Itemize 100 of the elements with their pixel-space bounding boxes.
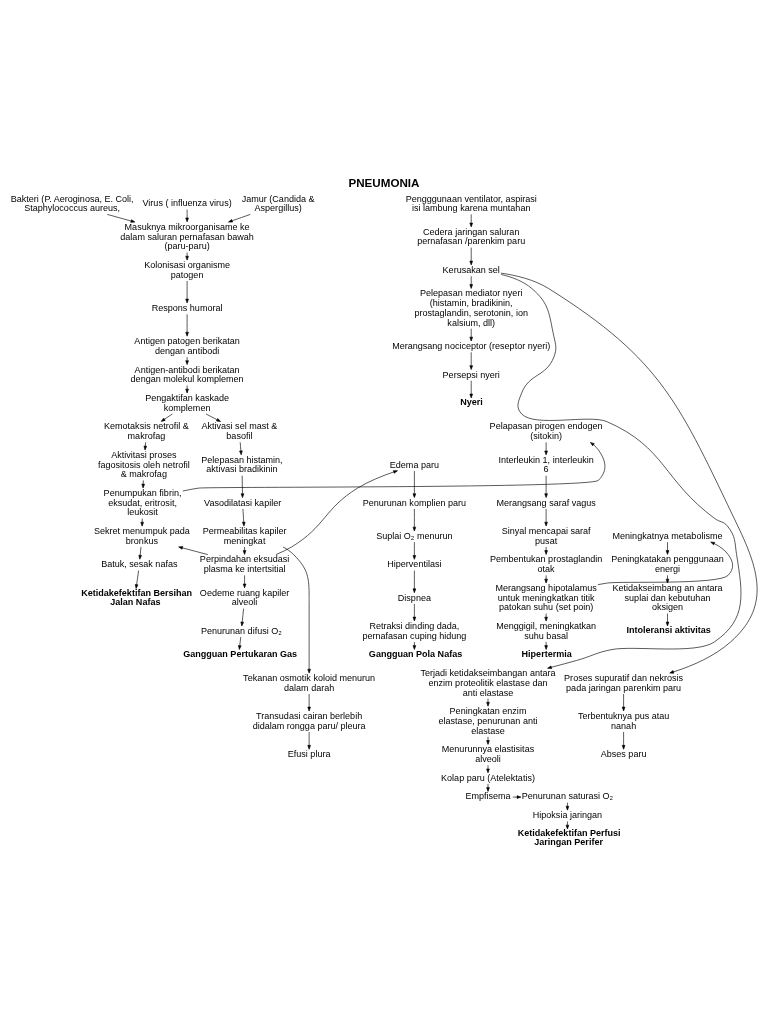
- arrow: [469, 247, 473, 266]
- arrow: [412, 603, 417, 622]
- arrow: [486, 736, 490, 745]
- arrow: [307, 731, 311, 750]
- node-text: Masuknya mikroorganisame ke dalam saluran pernafasan bawah (paru-paru): [120, 221, 254, 252]
- node-text: Kerusakan sel: [442, 264, 500, 275]
- arrow: [182, 442, 606, 492]
- node-text: Merangsang saraf vagus: [496, 497, 596, 508]
- arrow: [242, 546, 247, 555]
- node-text: Kolonisasi organisme patogen: [144, 260, 231, 280]
- arrow: [469, 352, 473, 370]
- arrow: [544, 641, 548, 650]
- arrow: [275, 470, 398, 555]
- arrow: [621, 693, 626, 712]
- diagram-title: PNEUMONIA: [348, 175, 420, 189]
- arrow: [544, 613, 548, 622]
- node-text: Dispnea: [397, 592, 431, 603]
- arrow: [185, 280, 189, 304]
- node-text: Pembentukan prostaglandin otak: [489, 554, 603, 575]
- arrow: [185, 252, 189, 261]
- node-text: Terjadi ketidakseimbangan antara enzim proteolitik elastase dan anti elastase: [420, 668, 556, 698]
- arrow: [240, 608, 244, 627]
- node-text: Edema paru: [389, 459, 439, 470]
- node-text: Efusi plura: [287, 749, 331, 760]
- node-text: Pelepasan mediator nyeri (histamin, bradikinin, prostaglandin, serotonin, ion kalsium, dll): [414, 288, 528, 328]
- node-text: Meningkatnya metabolisme: [612, 530, 723, 541]
- node-text: Suplai O₂ menurun: [376, 530, 453, 541]
- node-text: Empfisema: [465, 791, 511, 802]
- node-text: Permeabilitas kapiler meningkat: [202, 526, 287, 546]
- arrow: [240, 475, 245, 498]
- node-text: Hipertermia: [521, 648, 572, 659]
- arrow: [412, 508, 417, 532]
- arrow: [544, 475, 548, 498]
- node-text: Antigen-antibodi berikatan dengan molekul komplemen: [130, 364, 244, 385]
- node-text: Kemotaksis netrofil & makrofag: [104, 421, 189, 442]
- arrow: [544, 546, 548, 555]
- arrow: [185, 356, 189, 365]
- arrow: [242, 575, 247, 589]
- node-text: Jamur (Candida & Aspergillus): [241, 193, 315, 214]
- arrow: [544, 442, 548, 456]
- arrow: [544, 575, 548, 584]
- arrow: [140, 518, 144, 527]
- arrow: [178, 546, 209, 555]
- node-text: Sekret menumpuk pada bronkus: [93, 526, 190, 546]
- arrow: [469, 380, 473, 399]
- node-text: Hipoksia jaringan: [532, 810, 603, 821]
- node-text: Virus ( influenza virus): [142, 198, 232, 209]
- node-text: Pelapasan pirogen endogen (sitokin): [489, 421, 603, 442]
- arrow: [469, 214, 473, 228]
- node-text: Terbentuknya pus atau nanah: [577, 711, 670, 731]
- arrow: [412, 570, 417, 594]
- arrow: [134, 570, 139, 589]
- node-text: Perpindahan eksudasi plasma ke intertsitial: [199, 554, 290, 575]
- node-text: Hiperventilasi: [387, 559, 442, 570]
- arrow: [665, 613, 670, 627]
- arrow: [486, 764, 490, 774]
- arrow: [512, 795, 522, 799]
- arrow: [565, 821, 570, 830]
- arrow: [469, 328, 473, 342]
- node-text: Antigen patogen berikatan dengan antibodi: [134, 336, 240, 356]
- node-text: Batuk, sesak nafas: [101, 559, 178, 570]
- node-text: Interleukin 1, interleukin 6: [498, 454, 594, 475]
- arrow: [185, 314, 189, 337]
- node-text: Ketidakseimbang an antara suplai dan kebutuhan oksigen: [612, 582, 723, 613]
- arrow: [160, 413, 173, 422]
- node-text: Aktivasi sel mast & basofil: [201, 421, 278, 442]
- arrow: [665, 541, 670, 555]
- arrow: [106, 214, 136, 223]
- node-text: Vasodilatasi kapiler: [204, 497, 282, 508]
- arrow: [242, 508, 246, 527]
- arrow: [307, 693, 311, 712]
- arrow: [565, 802, 570, 811]
- node-text: Penurunan komplien paru: [362, 497, 467, 508]
- arrow: [469, 275, 473, 289]
- node-text: Peningkatakan penggunaan energi: [611, 554, 724, 575]
- arrow: [185, 209, 189, 223]
- node-text: Transudasi cairan berlebih didalam rongga paru/ pleura: [252, 711, 366, 731]
- node-text: Penurunan saturasi O₂: [521, 791, 614, 802]
- node-text: Merangsang hipotalamus untuk meningkatkan titik patokan suhu (set poin): [495, 582, 597, 613]
- node-text: Nyeri: [460, 397, 483, 408]
- arrow: [239, 442, 243, 456]
- node-text: Pengaktifan kaskade komplemen: [145, 393, 230, 413]
- node-text: Penumpukan fibrin, eksudat, eritrosit, leukosit: [103, 487, 182, 518]
- node-text: Gangguan Pola Nafas: [368, 648, 463, 659]
- node-text: Pengggunaan ventilator, aspirasi isi lambung karena muntahan: [405, 193, 537, 214]
- node-text: Pelepasan histamin, aktivasi bradikinin: [201, 454, 283, 475]
- node-text: Menurunnya elastisitas alveoli: [441, 744, 535, 765]
- arrow: [486, 698, 490, 707]
- node-text: Proses supuratif dan nekrosis pada jaringan parenkim paru: [564, 672, 684, 693]
- arrow: [282, 546, 311, 674]
- arrow: [621, 731, 626, 750]
- node-text: Ketidakefektifan Bersihan Jalan Nafas: [81, 587, 193, 607]
- arrow: [185, 385, 189, 394]
- node-text: Merangsang nociceptor (reseptor nyeri): [392, 341, 551, 352]
- node-text: Aktivitasi proses fagositosis oleh netrofil & makrofag: [97, 449, 190, 480]
- node-text: Menggigil, meningkatkan suhu basal: [496, 621, 597, 641]
- arrow: [205, 413, 221, 422]
- node-text: Gangguan Pertukaran Gas: [183, 648, 298, 659]
- node-text: Penurunan difusi O₂: [200, 625, 282, 636]
- node-text: Bakteri (P. Aeroginosa, E. Coli, Staphylococcus aureus,: [10, 193, 134, 214]
